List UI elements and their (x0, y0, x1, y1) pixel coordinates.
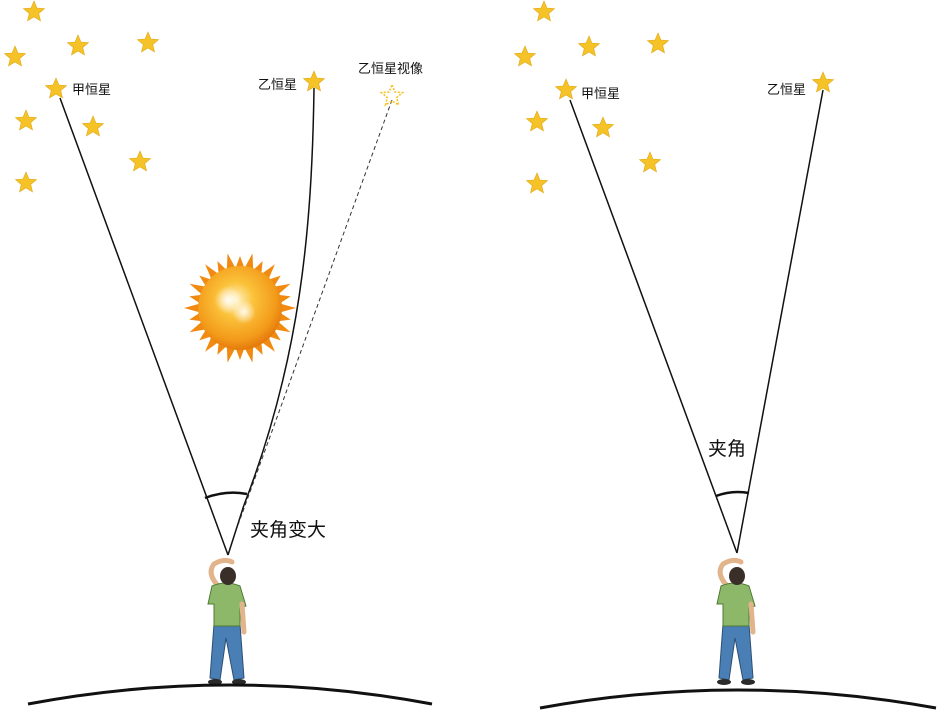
star-a-label: 甲恒星 (72, 83, 111, 98)
star-icon (638, 151, 662, 173)
star-icon (14, 109, 38, 131)
star-b-label: 乙恒星 (767, 83, 806, 98)
star-icon (811, 71, 835, 93)
sightline-star-b (736, 89, 824, 554)
star-a-icon (554, 78, 578, 100)
shoe (717, 679, 731, 685)
star-b-label: 乙恒星 (258, 78, 297, 93)
shirt (207, 582, 247, 627)
star-a-icon (44, 77, 68, 99)
head (220, 567, 236, 585)
star-b-icon (811, 71, 835, 93)
angle-arc (204, 491, 248, 500)
sun-icon (184, 253, 296, 363)
jeans (718, 623, 754, 681)
shoe (741, 679, 755, 685)
star-icon (532, 0, 556, 22)
angle-label: 夹角变大 (250, 519, 326, 541)
star-icon (14, 171, 38, 193)
sun-highlight (232, 300, 256, 324)
shoe (208, 679, 222, 685)
ground-arc (27, 683, 433, 706)
angle-label: 夹角 (708, 438, 746, 460)
star-icon (66, 34, 90, 56)
star-icon (525, 172, 549, 194)
star-icon (22, 0, 46, 22)
star-b-image-label: 乙恒星视像 (358, 62, 423, 77)
shirt (716, 582, 756, 627)
shoe (232, 679, 246, 685)
background-stars (3, 0, 160, 193)
star-icon (136, 31, 160, 53)
lower-arm (748, 601, 756, 635)
star-b-icon (302, 70, 326, 92)
star-icon (577, 35, 601, 57)
ground-arc (539, 688, 937, 710)
person-icon (716, 557, 756, 685)
star-icon (591, 116, 615, 138)
star-icon (646, 32, 670, 54)
apparent-sightline-dashed (237, 99, 393, 526)
sightline-star-b-straight (227, 504, 245, 556)
star-icon (513, 45, 537, 67)
sightline-star-a (569, 99, 738, 554)
star-icon (525, 110, 549, 132)
lower-arm (239, 601, 247, 635)
star-icon (81, 115, 105, 137)
angle-arc (715, 490, 750, 498)
raised-arm (717, 557, 744, 591)
star-icon (3, 45, 27, 67)
star-icon (379, 82, 405, 107)
star-icon (554, 78, 578, 100)
head (729, 567, 745, 585)
person-icon (207, 557, 247, 685)
star-icon (128, 150, 152, 172)
star-b-image-icon (379, 82, 405, 107)
raised-arm (208, 557, 235, 591)
background-stars (513, 0, 670, 194)
star-a-label: 甲恒星 (581, 87, 620, 102)
star-icon (44, 77, 68, 99)
left-panel: 甲恒星 乙恒星 乙恒星视像 夹角变大 (3, 0, 433, 706)
right-panel: 甲恒星 乙恒星 夹角 (513, 0, 937, 710)
sightline-star-a (59, 97, 229, 556)
star-icon (302, 70, 326, 92)
sightline-star-b (243, 87, 315, 506)
jeans (209, 623, 245, 681)
